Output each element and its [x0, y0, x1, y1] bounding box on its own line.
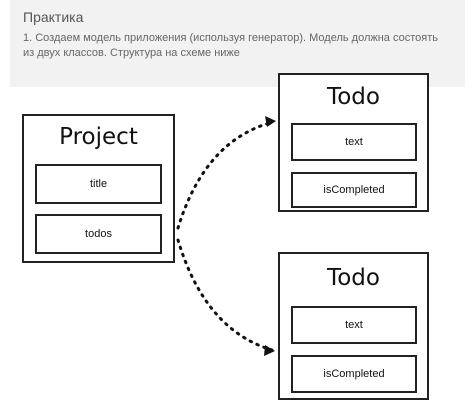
project-field-title: title: [35, 164, 162, 204]
project-class-box: Project title todos: [22, 114, 175, 263]
arrowhead-top: [265, 116, 276, 127]
task-description: 1. Создаем модель приложения (используя …: [23, 32, 438, 59]
todo-class-box-top: Todo text isCompleted: [278, 73, 429, 212]
todo-bottom-field-iscompleted: isCompleted: [291, 355, 417, 393]
arrow-to-todo-top: [176, 120, 275, 230]
todo-class-box-bottom: Todo text isCompleted: [278, 252, 429, 400]
arrowhead-bottom: [264, 345, 275, 356]
project-field-todos: todos: [35, 214, 162, 254]
project-class-title: Project: [59, 124, 138, 150]
todo-top-field-text: text: [291, 123, 417, 161]
arrow-to-todo-bottom: [176, 238, 274, 352]
todo-class-title-top: Todo: [327, 84, 380, 110]
section-heading: Практика: [23, 9, 84, 25]
todo-bottom-field-text: text: [291, 306, 417, 344]
todo-class-title-bottom: Todo: [327, 265, 380, 291]
todo-top-field-iscompleted: isCompleted: [291, 172, 417, 208]
